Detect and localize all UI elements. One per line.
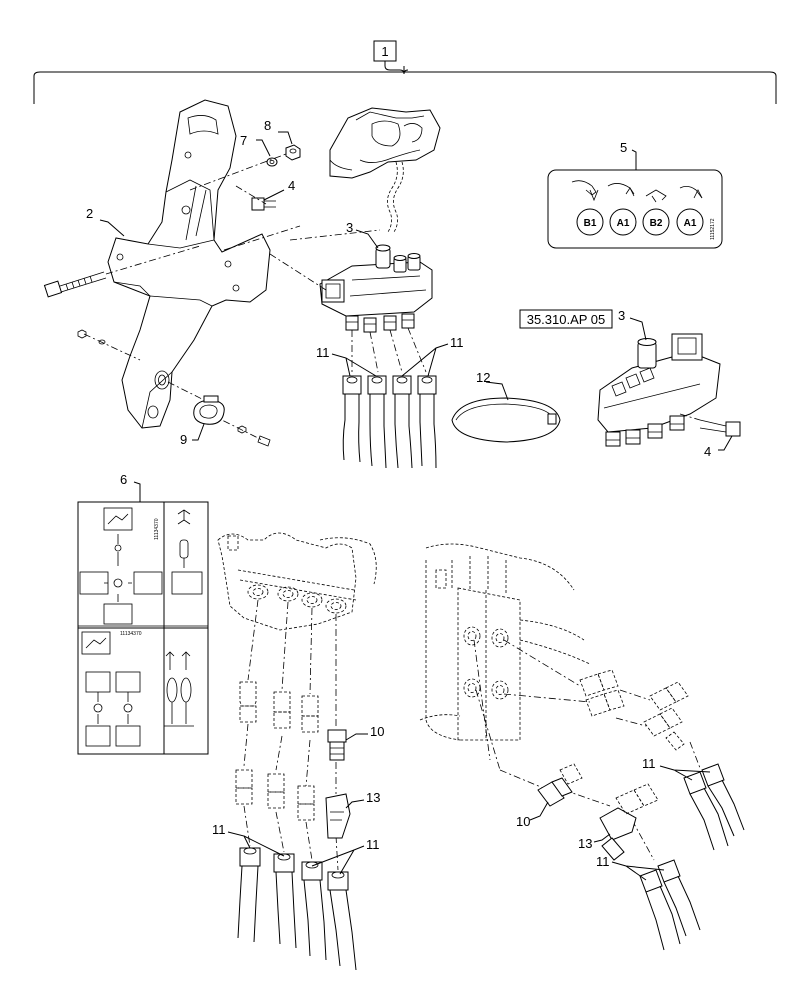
callout-5: 5 — [620, 140, 627, 155]
assembly-header: 1 — [33, 40, 777, 104]
callout-7: 7 — [240, 133, 247, 148]
callout-4-upper: 4 — [288, 178, 295, 193]
d-ring — [193, 395, 225, 425]
decal-code-b2: B2 — [650, 218, 663, 229]
callout-9: 9 — [180, 432, 187, 447]
callout-11-lower-right-a: 11 — [642, 756, 656, 771]
valve-block-center — [319, 244, 433, 333]
mounting-bracket — [107, 99, 271, 429]
callout-6: 6 — [120, 472, 127, 487]
callout-11-center-left: 11 — [316, 345, 330, 360]
callout-4-right: 4 — [704, 444, 711, 459]
callout-11-lower-left-a: 11 — [212, 822, 226, 837]
decal-6-serial-top: 11134370 — [154, 518, 160, 540]
cable-tie — [451, 397, 561, 443]
bolt-right — [699, 419, 741, 437]
callout-2: 2 — [86, 206, 93, 221]
reference-box: 35.310.AP 05 — [519, 309, 613, 329]
lower-right-valve — [419, 543, 591, 741]
callout-10-right: 10 — [516, 814, 530, 829]
decal-5-icons — [571, 180, 703, 203]
callout-13-left: 13 — [366, 790, 380, 805]
callouts: 2 7 8 4 3 9 11 11 12 5 3 4 6 — [86, 118, 733, 881]
lower-hardware — [77, 329, 271, 447]
lower-left-adapters — [235, 681, 351, 839]
valve-block-right — [597, 333, 721, 447]
callout-13-right: 13 — [578, 836, 592, 851]
callout-8: 8 — [264, 118, 271, 133]
lower-right-adapters — [537, 669, 689, 861]
lower-left-dash-links — [243, 599, 339, 871]
callout-3-center: 3 — [346, 220, 353, 235]
decal-6: 11134370 11134370 — [77, 501, 209, 755]
decal-code-a1-second: A1 — [684, 218, 697, 229]
bolt-small — [251, 197, 276, 211]
lower-left-hoses — [237, 847, 357, 971]
reference-label: 35.310.AP 05 — [527, 312, 606, 327]
washer — [266, 157, 278, 167]
callout-11-lower-right-b: 11 — [596, 854, 610, 869]
lower-left-valve — [217, 532, 377, 631]
callout-3-right: 3 — [618, 308, 625, 323]
bracket-bolt — [43, 271, 107, 298]
lower-right-dash-links — [473, 639, 701, 861]
center-dash-links — [351, 327, 427, 373]
assembly-label: 1 — [381, 44, 388, 59]
callout-11-center-right: 11 — [450, 335, 464, 350]
joystick-handle — [329, 107, 441, 233]
decal-6-serial-bottom: 11134370 — [120, 631, 142, 637]
lower-right-hoses — [639, 763, 745, 951]
callout-11-lower-left-b: 11 — [366, 837, 380, 852]
decal-6-pictograms — [79, 507, 203, 747]
assembly-bracket — [33, 71, 777, 104]
callout-12: 12 — [476, 370, 490, 385]
nut — [285, 144, 301, 161]
decal-code-a1: A1 — [617, 218, 630, 229]
decal-5-serial: 11152172 — [710, 218, 716, 240]
callout-10-left: 10 — [370, 724, 384, 739]
decal-code-b1: B1 — [584, 218, 597, 229]
decal-5: B1 A1 B2 A1 11152172 — [547, 169, 723, 249]
center-hoses — [342, 375, 437, 469]
